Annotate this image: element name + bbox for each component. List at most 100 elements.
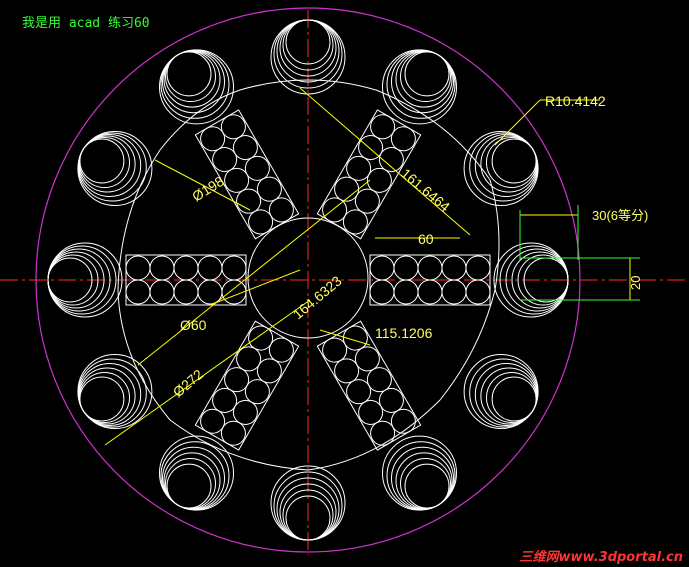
slot-rect xyxy=(125,254,247,306)
slot-circle xyxy=(322,337,348,363)
slot-circle xyxy=(125,279,151,305)
fan-cluster xyxy=(77,131,153,206)
fan-arc xyxy=(382,435,457,511)
slot xyxy=(125,254,247,306)
fan-arc xyxy=(382,49,457,125)
slot-circle xyxy=(354,188,380,214)
fan-arc xyxy=(159,435,234,511)
slot-circle xyxy=(236,188,262,214)
slot-circle xyxy=(256,176,282,202)
fan-cluster xyxy=(463,354,539,429)
fan-arc xyxy=(47,242,123,318)
fan-cluster xyxy=(382,435,457,511)
slot-circle xyxy=(369,255,395,281)
dim-272: Ø272 xyxy=(170,366,207,400)
slot-circle xyxy=(221,255,247,281)
slot-circle xyxy=(417,279,443,305)
slot-circle xyxy=(173,279,199,305)
fan-cluster xyxy=(47,242,123,318)
slot-circle xyxy=(244,379,270,405)
fan-arc xyxy=(77,354,153,429)
slot-circle xyxy=(465,279,491,305)
dim-r10: R10.4142 xyxy=(545,93,606,109)
slot-circle xyxy=(125,255,151,281)
slot xyxy=(369,254,491,306)
fan-cluster xyxy=(77,354,153,429)
slot-circle xyxy=(220,114,246,140)
slot-circle xyxy=(417,255,443,281)
slot-circle xyxy=(224,367,250,393)
fan-arc xyxy=(493,242,569,318)
slot-circle xyxy=(244,155,270,181)
extension-lines xyxy=(519,205,640,301)
center-lines xyxy=(0,10,689,555)
slot-circle xyxy=(354,346,380,372)
slot-circle xyxy=(248,209,274,235)
slot-circle xyxy=(342,209,368,235)
dim-20: 20 xyxy=(628,276,643,290)
slot-circle xyxy=(370,114,396,140)
watermark: 三维网www.3dportal.cn xyxy=(519,550,683,565)
fan-cluster xyxy=(159,435,234,511)
center-hole xyxy=(247,217,369,339)
fan-cluster xyxy=(159,49,234,125)
fan-cluster xyxy=(270,465,346,541)
fan-arc xyxy=(270,465,346,541)
slot-circle xyxy=(200,408,226,434)
slot-circle xyxy=(390,126,416,152)
fan-arc xyxy=(463,131,539,206)
slot xyxy=(316,320,422,451)
slot-circle xyxy=(441,255,467,281)
dimension-lines xyxy=(104,87,631,446)
slot-circle xyxy=(224,167,250,193)
fan-clusters xyxy=(47,19,569,541)
slot-rect xyxy=(369,254,491,306)
slot xyxy=(316,109,422,240)
slot-circle xyxy=(346,155,372,181)
body-outline xyxy=(117,79,500,471)
fan-cluster xyxy=(463,131,539,206)
slot-circle xyxy=(149,279,175,305)
slot-rect xyxy=(194,320,300,451)
slot-circle xyxy=(268,197,294,223)
fan-arc xyxy=(270,19,346,95)
slot-circle xyxy=(390,408,416,434)
fan-arc xyxy=(463,354,539,429)
slot-circle xyxy=(393,279,419,305)
slot-rect xyxy=(316,109,422,240)
slot-circle xyxy=(236,346,262,372)
slot-circle xyxy=(393,255,419,281)
slot-circle xyxy=(212,147,238,173)
slot-circle xyxy=(149,255,175,281)
slot-circle xyxy=(358,399,384,425)
slot-circle xyxy=(268,337,294,363)
slot-circle xyxy=(200,126,226,152)
slot-circle xyxy=(441,279,467,305)
slot-circle xyxy=(369,279,395,305)
slot-rect xyxy=(316,320,422,451)
slot-circle xyxy=(212,387,238,413)
slot-circle xyxy=(465,255,491,281)
slot-circle xyxy=(370,420,396,446)
slot-circle xyxy=(197,255,223,281)
slot-circle xyxy=(232,399,258,425)
slot-circle xyxy=(366,167,392,193)
dimension-texts: R10.4142 30(6等分) 20 60 161.6464 Ø198 Ø60… xyxy=(170,93,649,400)
slot-circle xyxy=(173,255,199,281)
slot-rect xyxy=(194,109,300,240)
slot xyxy=(194,109,300,240)
slot xyxy=(194,320,300,451)
fan-cluster xyxy=(382,49,457,125)
slot-circle xyxy=(232,135,258,161)
slot-circle xyxy=(334,358,360,384)
dim-d60: Ø60 xyxy=(180,317,207,333)
slot-circle xyxy=(378,387,404,413)
slot-circle xyxy=(366,367,392,393)
fan-arc xyxy=(77,131,153,206)
slot-circle xyxy=(346,379,372,405)
fan-arc xyxy=(159,49,234,125)
dim-161: 161.6464 xyxy=(398,165,453,215)
dim-115: 115.1206 xyxy=(375,325,433,341)
fan-cluster xyxy=(270,19,346,95)
